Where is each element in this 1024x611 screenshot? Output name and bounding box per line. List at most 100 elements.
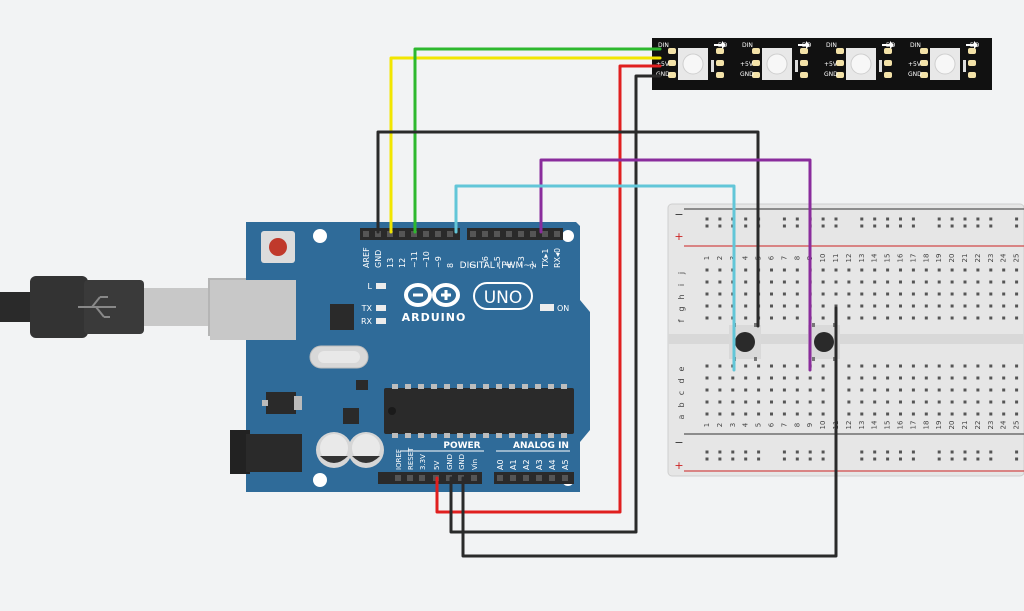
breadboard-col-number: 12	[845, 421, 853, 430]
breadboard-col-number: 21	[961, 254, 969, 263]
led-l	[376, 283, 386, 289]
led-pixel[interactable]: DIN+5VGNDDO	[908, 41, 980, 80]
breadboard-row-label: j	[677, 272, 686, 275]
analog-pin-hole[interactable]	[562, 475, 568, 481]
wire-red-5v[interactable]	[435, 64, 662, 514]
breadboard-col-number: 1	[703, 423, 711, 427]
digital-pin-hole[interactable]	[482, 231, 488, 237]
power-pin-hole[interactable]	[446, 475, 452, 481]
dc-power-jack	[230, 430, 302, 474]
breadboard-col-number: 2	[716, 256, 724, 260]
strip-5v-label: +5V	[824, 61, 838, 68]
strip-din-label: DIN	[826, 42, 837, 49]
arrow-right-icon	[798, 41, 810, 49]
atmega-chip	[384, 384, 574, 438]
breadboard-col-number: 18	[922, 254, 930, 263]
power-header-label: POWER	[443, 441, 480, 451]
led-tx	[376, 305, 386, 311]
power-pin-hole[interactable]	[471, 475, 477, 481]
digital-pin-label: GND	[374, 250, 383, 268]
power-header	[378, 472, 574, 484]
power-pin-hole[interactable]	[458, 475, 464, 481]
arrow-right-icon	[882, 41, 894, 49]
led-pixel[interactable]: DIN+5VGNDDO	[740, 41, 812, 80]
digital-pin-label: 2	[529, 263, 538, 268]
digital-pin-hole[interactable]	[470, 231, 476, 237]
analog-pin-label: A3	[535, 459, 544, 470]
breadboard-col-number: 16	[897, 420, 905, 429]
analog-pin-label: A1	[509, 459, 518, 470]
breadboard-col-number: 10	[819, 254, 827, 263]
breadboard-row-label: b	[677, 402, 686, 407]
wire-cyan-pin8[interactable]	[454, 184, 736, 372]
wire-black-gnd-header[interactable]	[376, 130, 760, 328]
analog-pin-label: A4	[548, 459, 557, 470]
breadboard-col-number: 19	[935, 254, 943, 263]
breadboard-col-number: 13	[858, 254, 866, 263]
led-pixel[interactable]: DIN+5VGNDDO	[824, 41, 896, 80]
digital-pin-hole[interactable]	[506, 231, 512, 237]
digital-pin-hole[interactable]	[423, 231, 429, 237]
analog-pin-hole[interactable]	[497, 475, 503, 481]
wire-black-gnd-strip[interactable]	[449, 74, 662, 534]
strip-5v-label: +5V	[656, 61, 670, 68]
breadboard-col-number: 22	[974, 254, 982, 263]
breadboard-col-number: 5	[755, 423, 763, 427]
digital-pin-hole[interactable]	[542, 231, 548, 237]
analog-pin-hole[interactable]	[536, 475, 542, 481]
breadboard-row-label: g	[677, 306, 686, 311]
breadboard-col-number: 1	[703, 256, 711, 260]
power-pin-hole[interactable]	[395, 475, 401, 481]
reset-button[interactable]	[261, 231, 295, 263]
breadboard-col-number: 23	[987, 254, 995, 263]
wire-black-gnd-bottom[interactable]	[461, 306, 838, 558]
breadboard-col-number: 6	[768, 255, 776, 260]
arduino-uno-board[interactable]: L TX RX ON ARDUINO UNO DIGITAL (PWM~) AR…	[0, 222, 590, 492]
power-pin-label: 3.3V	[419, 454, 427, 470]
strip-5v-label: +5V	[908, 61, 922, 68]
bottom-rail-plus: +	[674, 459, 683, 472]
digital-pin-hole[interactable]	[530, 231, 536, 237]
breadboard-row-label: h	[677, 294, 686, 299]
digital-pin-hole[interactable]	[435, 231, 441, 237]
digital-pin-hole[interactable]	[518, 231, 524, 237]
analog-pin-label: A2	[522, 459, 531, 470]
digital-pin-label: AREF	[362, 247, 371, 268]
led-rx	[376, 318, 386, 324]
led-rx-label: RX	[361, 317, 373, 326]
power-pin-label: GND	[446, 454, 454, 470]
power-pin-label: Vin	[471, 459, 479, 470]
breadboard-col-number: 8	[793, 256, 801, 260]
breadboard-col-number: 21	[961, 421, 969, 430]
digital-pin-hole[interactable]	[494, 231, 500, 237]
power-pin-hole[interactable]	[407, 475, 413, 481]
digital-pin-label: ~6	[481, 256, 490, 268]
neopixel-led-strip[interactable]: DIN+5VGNDDODIN+5VGNDDODIN+5VGNDDODIN+5VG…	[652, 38, 992, 90]
digital-pin-hole[interactable]	[447, 231, 453, 237]
analog-pin-hole[interactable]	[510, 475, 516, 481]
wire-green-data[interactable]	[413, 47, 662, 234]
breadboard-col-number: 14	[871, 420, 879, 429]
breadboard-col-number: 6	[768, 422, 776, 427]
digital-pin-hole[interactable]	[554, 231, 560, 237]
capacitor-right	[348, 432, 384, 468]
breadboard-col-number: 16	[897, 253, 905, 262]
analog-pin-hole[interactable]	[549, 475, 555, 481]
wire-purple-pin2[interactable]	[539, 158, 812, 372]
strip-gnd-label: GND	[656, 71, 670, 78]
breadboard-col-number: 2	[716, 423, 724, 427]
digital-pin-hole[interactable]	[411, 231, 417, 237]
wire-yellow-data[interactable]	[389, 56, 662, 234]
breadboard-col-number: 11	[832, 254, 840, 263]
digital-pin-hole[interactable]	[375, 231, 381, 237]
breadboard-col-number: 19	[935, 421, 943, 430]
analog-pin-hole[interactable]	[523, 475, 529, 481]
digital-pin-hole[interactable]	[387, 231, 393, 237]
digital-pin-hole[interactable]	[363, 231, 369, 237]
power-pin-hole[interactable]	[419, 475, 425, 481]
breadboard-col-number: 10	[819, 421, 827, 430]
analog-pin-label: A0	[496, 459, 505, 470]
led-pixel[interactable]: DIN+5VGNDDO	[656, 41, 728, 80]
breadboard[interactable]: − + − + jihgfedcba1122334455667788991010…	[667, 203, 1024, 477]
digital-pin-hole[interactable]	[399, 231, 405, 237]
